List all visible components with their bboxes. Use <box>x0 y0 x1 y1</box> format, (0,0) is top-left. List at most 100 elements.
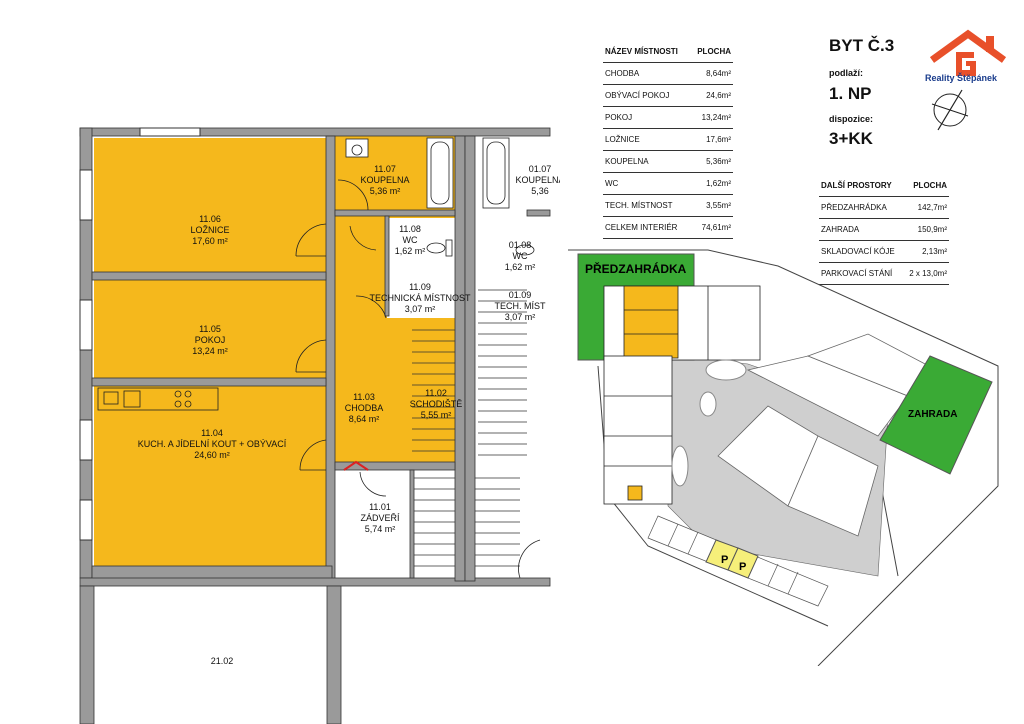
extra-space-area: 142,7m² <box>903 196 949 219</box>
room-area: 17,6m² <box>690 128 733 151</box>
room-area: 24,60 m² <box>194 450 230 460</box>
room-code: 11.01 <box>369 502 391 512</box>
room-area: 24,6m² <box>690 84 733 107</box>
room-area: 5,74 m² <box>365 524 396 534</box>
room-name: CHODBA <box>345 403 384 413</box>
room-name: KOUPELNA <box>603 150 691 173</box>
garden <box>879 355 993 475</box>
room-area: 1,62m² <box>690 172 733 195</box>
room-name: OBÝVACÍ POKOJ <box>603 84 691 107</box>
layout-value: 3+KK <box>829 129 873 148</box>
room-area: 3,07 m² <box>505 312 536 322</box>
room-area: 8,64m² <box>690 62 733 85</box>
room-code: 11.04 <box>201 428 223 438</box>
extra-space-name: ZAHRADA <box>819 218 904 241</box>
room-code: 11.09 <box>409 282 431 292</box>
floor-value: 1. NP <box>829 84 872 103</box>
north-arrow-icon <box>931 89 969 131</box>
extra-space-name: PARKOVACÍ STÁNÍ <box>819 262 904 285</box>
unit-title: BYT Č.3 <box>829 36 895 55</box>
extra-space-area: 2 x 13,0m² <box>903 262 949 285</box>
room-name: SCHODIŠTĚ <box>410 399 463 409</box>
room-name: CELKEM INTERIÉR <box>603 216 691 239</box>
room-area: 1,62 m² <box>505 262 536 272</box>
room-code: 11.05 <box>199 324 221 334</box>
rooms-table-header: NÁZEV MÍSTNOSTI PLOCHA <box>603 40 733 63</box>
parking-highlight <box>727 547 759 579</box>
room-name: TECH. MÍST <box>495 301 547 311</box>
rooms-table-header-area: PLOCHA <box>690 40 733 63</box>
layout-label: dispozice: <box>829 114 874 124</box>
windows <box>79 127 201 541</box>
room-code: 01.08 <box>509 240 532 250</box>
room-code: 11.06 <box>199 214 221 224</box>
room-area: 3,55m² <box>690 194 733 217</box>
tree <box>699 391 717 417</box>
extra-space-area: 2,13m² <box>903 240 949 263</box>
stairs <box>412 289 527 567</box>
front-garden-label: PŘEDZAHRÁDKA <box>585 261 687 276</box>
rooms-table-header-name: NÁZEV MÍSTNOSTI <box>603 40 691 63</box>
room-name: WC <box>603 172 691 195</box>
room-name: LOŽNICE <box>603 128 691 151</box>
room-code: 11.03 <box>353 392 375 402</box>
room-name: POKOJ <box>195 335 226 345</box>
parking-label: P <box>721 554 728 566</box>
room-name: TECH. MÍSTNOST <box>603 194 691 217</box>
entry-arrow <box>343 460 369 471</box>
room-code: 11.02 <box>425 388 447 398</box>
room-area: 74,61m² <box>690 216 733 239</box>
room-name: LOŽNICE <box>190 225 229 235</box>
room-area: 5,36m² <box>690 150 733 173</box>
room-name: POKOJ <box>603 106 691 129</box>
room-name: TECHNICKÁ MÍSTNOST <box>369 293 471 303</box>
room-area: 5,55 m² <box>421 410 452 420</box>
extra-table-header-name: DALŠÍ PROSTORY <box>819 174 904 197</box>
room-area: 13,24 m² <box>192 346 228 356</box>
kitchen-counter <box>97 387 219 411</box>
room-code: 21.02 <box>211 656 234 666</box>
room-name: KUCH. A JÍDELNÍ KOUT + OBÝVACÍ <box>138 439 287 449</box>
room-name: CHODBA <box>603 62 691 85</box>
tree <box>705 359 747 381</box>
room-area: 1,62 m² <box>395 246 426 256</box>
sanitary-fixtures <box>345 137 535 257</box>
tree <box>671 445 689 487</box>
room-area: 5,36 m² <box>370 186 401 196</box>
room-area: 3,07 m² <box>405 304 436 314</box>
floor-label: podlaží: <box>829 68 863 78</box>
apartment-highlight <box>94 136 455 566</box>
room-area: 5,36 <box>531 186 549 196</box>
room-name: WC <box>513 251 528 261</box>
site-plan: P P PŘEDZAHRÁDKA ZAHRADA <box>568 249 999 666</box>
walls <box>79 127 551 724</box>
room-name: KOUPELNA <box>360 175 409 185</box>
garden-label: ZAHRADA <box>908 409 957 420</box>
